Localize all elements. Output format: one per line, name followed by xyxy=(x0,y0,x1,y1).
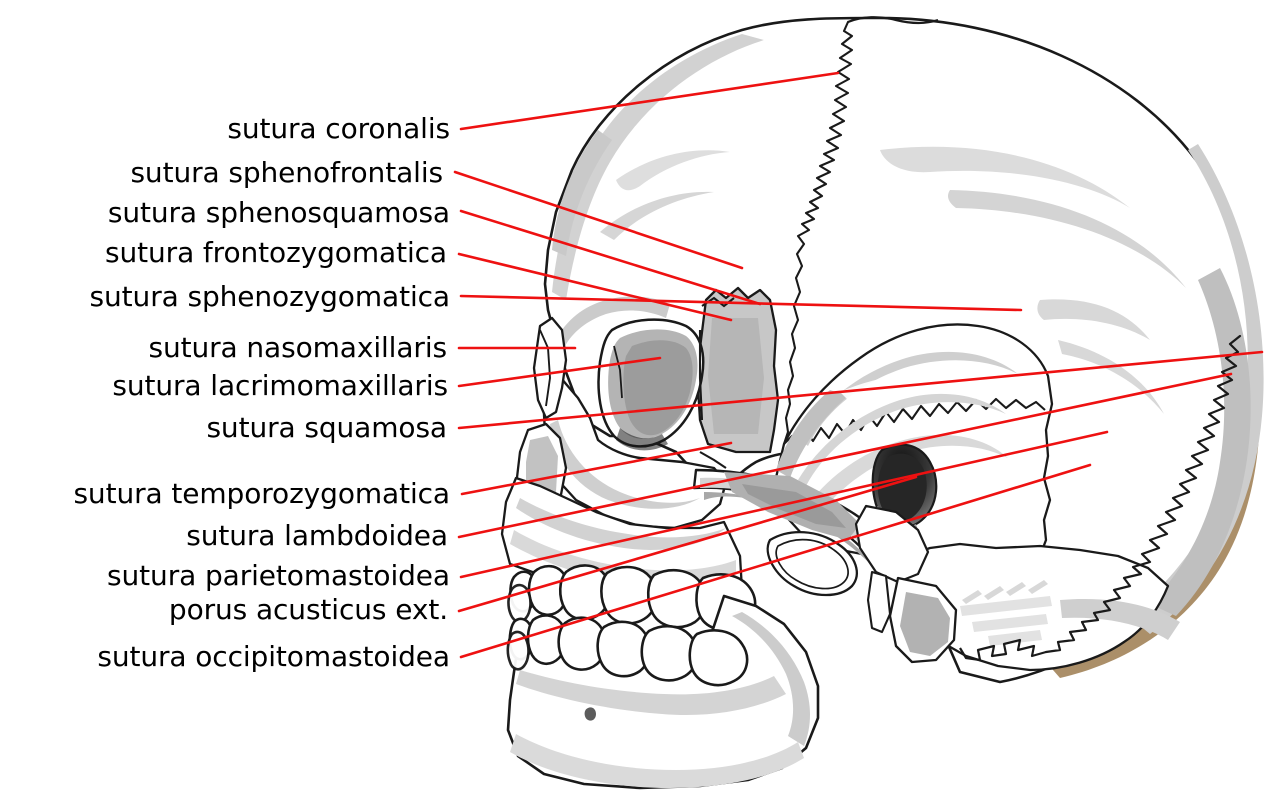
temporal-fossa-shading-2 xyxy=(798,393,1006,486)
label-porus-acusticus-ext[interactable]: porus acusticus ext. xyxy=(168,593,448,626)
label-sutura-sphenofrontalis[interactable]: sutura sphenofrontalis xyxy=(130,156,443,189)
label-sutura-coronalis[interactable]: sutura coronalis xyxy=(227,112,450,145)
coronal-suture-top-arc xyxy=(847,16,939,25)
parietal-highlight-1 xyxy=(880,146,1130,208)
label-sutura-temporozygomatica[interactable]: sutura temporozygomatica xyxy=(73,477,450,510)
occipital-shade-lower xyxy=(1060,598,1180,640)
temporal-striations xyxy=(960,596,1052,646)
styloid-process xyxy=(866,570,892,634)
label-sutura-frontozygomatica[interactable]: sutura frontozygomatica xyxy=(105,236,447,269)
label-sutura-lambdoidea[interactable]: sutura lambdoidea xyxy=(186,519,448,552)
leader-line-sutura-squamosa xyxy=(457,350,1264,430)
mandible-shade-body xyxy=(516,670,786,716)
sutura-nasomaxillaris-line xyxy=(539,329,551,407)
leader-line-sutura-occipitomastoidea xyxy=(459,463,1092,659)
frontal-shade-band xyxy=(600,191,714,240)
leader-line-porus-acusticus-ext xyxy=(457,475,918,613)
sutura-parietomastoidea xyxy=(959,638,1047,662)
label-sutura-occipitomastoidea[interactable]: sutura occipitomastoidea xyxy=(97,640,450,673)
label-sutura-sphenosquamosa[interactable]: sutura sphenosquamosa xyxy=(107,196,450,229)
leader-line-sutura-sphenofrontalis xyxy=(453,170,744,270)
temporal-highlight xyxy=(840,373,980,400)
label-sutura-sphenozygomatica[interactable]: sutura sphenozygomatica xyxy=(89,280,451,313)
temporal-deep-shade xyxy=(776,390,848,478)
leader-line-sutura-coronalis xyxy=(459,71,840,131)
leader-line-sutura-lacrimomaxillaris xyxy=(457,356,662,388)
leader-line-sutura-sphenosquamosa xyxy=(459,209,762,306)
label-sutura-squamosa[interactable]: sutura squamosa xyxy=(206,411,447,444)
mandible-ramus-shade xyxy=(732,612,810,746)
ear-canal-core xyxy=(877,453,927,522)
leader-line-sutura-lambdoidea xyxy=(457,372,1233,539)
sphenoid-wing-shade xyxy=(708,318,764,434)
leader-line-sutura-parietomastoidea xyxy=(459,430,1109,579)
sutura-temporozygomatica-mark xyxy=(699,451,727,469)
parietal-highlight-3 xyxy=(1058,340,1164,414)
maxilla-shade xyxy=(516,498,726,550)
parietal-highlight-2 xyxy=(1037,299,1150,340)
leader-line-sutura-temporozygomatica xyxy=(460,441,733,496)
leader-line-sutura-sphenozygomatica xyxy=(459,294,1023,312)
sutura-lambdoidea xyxy=(1044,334,1242,654)
mandible-shade-lower xyxy=(510,734,804,788)
mental-foramen xyxy=(584,707,596,721)
sutura-squamosa-edge xyxy=(783,397,1046,446)
leader-line-sutura-frontozygomatica xyxy=(457,252,733,322)
parietal-shade-band xyxy=(948,190,1186,288)
lacrimal-suture-mark xyxy=(613,345,623,399)
label-sutura-lacrimomaxillaris[interactable]: sutura lacrimomaxillaris xyxy=(112,369,448,402)
frontal-shade-left xyxy=(552,130,612,256)
mandibular-condyle xyxy=(766,530,858,597)
condyle-ring-2 xyxy=(775,538,849,590)
vault-highlight-a xyxy=(872,209,1070,272)
coronal-suture xyxy=(782,20,854,446)
mastoid-shade xyxy=(900,592,950,656)
zygomatic-shading xyxy=(550,420,700,509)
label-sutura-nasomaxillaris[interactable]: sutura nasomaxillaris xyxy=(148,331,447,364)
frontal-eminence-highlight xyxy=(616,150,730,191)
orbit-floor-notch xyxy=(616,428,668,451)
label-sutura-parietomastoidea[interactable]: sutura parietomastoidea xyxy=(107,559,450,592)
vault-highlight-c xyxy=(932,116,1124,178)
temporal-fine-lines xyxy=(962,580,1048,604)
supraorbital-ridge xyxy=(556,296,670,348)
leader-line-group xyxy=(453,71,1264,659)
infratemporal-fossa-dark xyxy=(742,484,846,528)
